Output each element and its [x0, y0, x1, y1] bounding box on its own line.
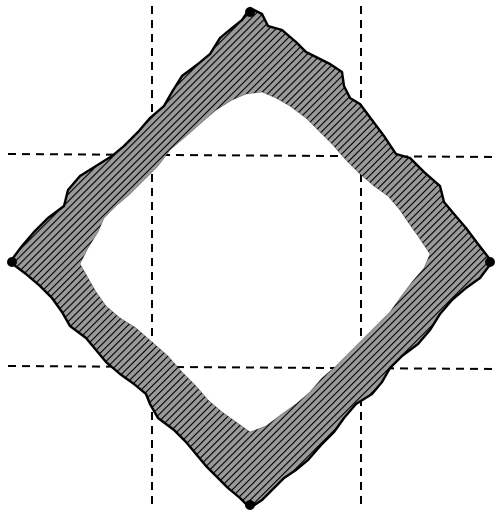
top-tip-blob [245, 7, 255, 17]
horizontal-dashed-guide-top [8, 154, 496, 157]
left-tip-blob [7, 257, 17, 267]
horizontal-dashed-guide-bottom [8, 366, 496, 369]
hatched-diamond-band [10, 8, 492, 508]
right-tip-blob [485, 257, 495, 267]
bottom-tip-blob [245, 500, 255, 510]
